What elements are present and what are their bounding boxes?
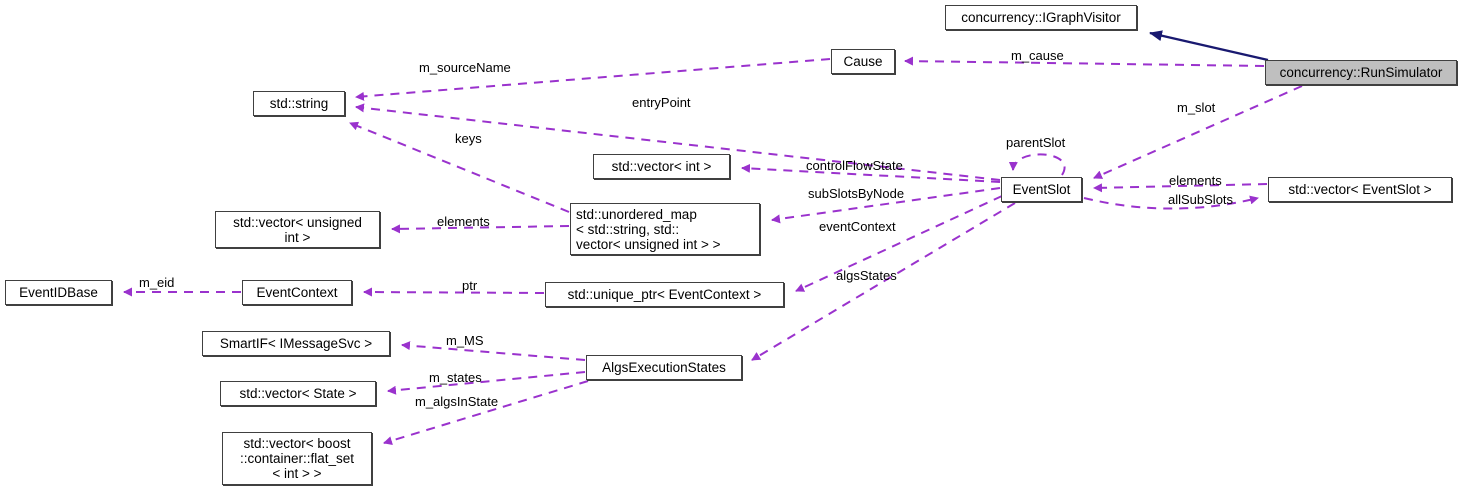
edge-label-m-eid: m_eid <box>139 275 175 290</box>
edge-m-states <box>387 371 586 395</box>
node-std-vector-int[interactable]: std::vector< int > <box>593 154 730 179</box>
node-std-vector-eventslot[interactable]: std::vector< EventSlot > <box>1268 177 1452 202</box>
node-eventslot[interactable]: EventSlot <box>1001 177 1082 202</box>
edge-label-m-states: m_states <box>429 370 482 385</box>
edge-label-parentslot: parentSlot <box>1006 135 1066 150</box>
node-std-unordered-map[interactable]: std::unordered_map < std::string, std:: … <box>570 203 760 255</box>
node-std-vector-unsigned-int[interactable]: std::vector< unsigned int > <box>215 211 380 248</box>
edge-label-m-algsinstate: m_algsInState <box>415 394 499 409</box>
edge-m-cause <box>904 56 1265 67</box>
edge-label-elements-eventslot: elements <box>1169 173 1222 188</box>
node-std-vector-state[interactable]: std::vector< State > <box>220 381 376 406</box>
node-runsimulator[interactable]: concurrency::RunSimulator <box>1265 60 1457 85</box>
edge-m-algsinstate <box>383 380 589 445</box>
edge-parentslot-self <box>1008 153 1066 176</box>
edge-label-subslotsbynode: subSlotsByNode <box>808 186 905 201</box>
edge-m-ms <box>401 341 586 361</box>
edge-label-allsubslots: allSubSlots <box>1168 192 1234 207</box>
node-cause[interactable]: Cause <box>831 49 895 74</box>
edge-label-m-slot: m_slot <box>1177 100 1216 115</box>
edge-label-controlflowstate: controlFlowState <box>806 158 903 173</box>
edge-label-ptr: ptr <box>462 278 478 293</box>
edge-label-eventcontext: eventContext <box>819 219 896 234</box>
node-igraphvisitor[interactable]: concurrency::IGraphVisitor <box>945 5 1137 30</box>
node-smartif-imessagesvc[interactable]: SmartIF< IMessageSvc > <box>202 331 390 356</box>
node-eventidbase[interactable]: EventIDBase <box>5 280 112 305</box>
edge-inheritance-runsimulator-igraphvisitor <box>1149 30 1269 62</box>
edge-label-m-sourcename: m_sourceName <box>419 60 511 75</box>
node-std-string[interactable]: std::string <box>253 91 345 116</box>
node-algsexecutionstates[interactable]: AlgsExecutionStates <box>586 355 742 380</box>
edge-label-algsstates: algsStates <box>836 268 897 283</box>
edge-label-m-cause: m_cause <box>1011 48 1064 63</box>
edge-label-keys: keys <box>455 131 482 146</box>
edge-label-m-ms: m_MS <box>446 333 484 348</box>
edge-eventcontext <box>795 195 1003 292</box>
edge-label-entrypoint: entryPoint <box>632 95 691 110</box>
edge-ptr <box>363 287 545 297</box>
node-std-vector-boost-flat-set[interactable]: std::vector< boost ::container::flat_set… <box>222 432 372 485</box>
node-eventcontext[interactable]: EventContext <box>242 280 352 305</box>
edge-label-elements-unsigned-int: elements <box>437 214 490 229</box>
node-std-unique-ptr-eventcontext[interactable]: std::unique_ptr< EventContext > <box>545 282 784 307</box>
